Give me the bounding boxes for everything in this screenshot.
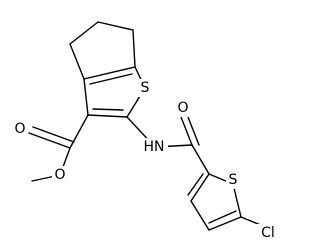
atom-sulfur-chlorothiophene: S [229, 172, 238, 188]
bond [191, 144, 210, 175]
bond [97, 21, 134, 31]
bond [190, 173, 210, 202]
bond [83, 66, 136, 80]
bond [69, 114, 89, 149]
bond [69, 43, 85, 80]
atom-nitrogen-amide: HN [144, 139, 165, 155]
bond [208, 210, 237, 224]
bond [89, 73, 133, 85]
bond [132, 29, 136, 68]
bond [83, 78, 89, 116]
bond [28, 132, 71, 149]
atom-oxygen-amide-carbonyl: O [177, 100, 188, 116]
bond [92, 108, 124, 111]
bond [180, 116, 193, 146]
bond [187, 173, 204, 196]
bond [87, 114, 128, 118]
atom-chlorine: Cl [261, 225, 275, 241]
bond [187, 116, 200, 146]
bond [208, 216, 242, 231]
molecule-structure: S HN O O O S Cl [12, 21, 280, 242]
bond [232, 183, 242, 218]
atom-labels: S HN O O O S Cl [12, 79, 280, 242]
bonds [28, 21, 264, 231]
bond [190, 200, 210, 231]
atom-oxygen-ester-carbonyl: O [14, 121, 25, 137]
bond [32, 126, 75, 143]
atom-oxygen-ester-ether: O [54, 167, 65, 183]
atom-sulfur-fused: S [141, 80, 150, 96]
bond [69, 21, 99, 45]
